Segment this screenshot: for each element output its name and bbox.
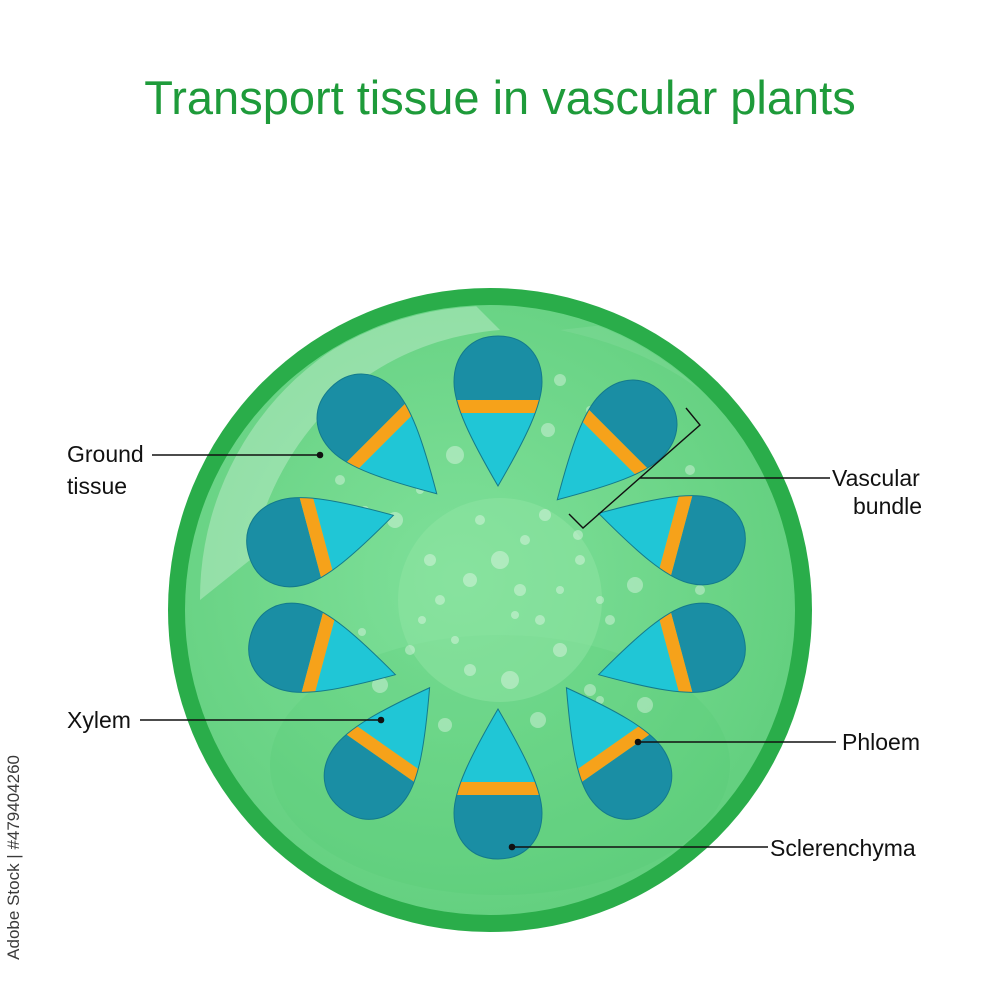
sclerenchyma-label: Sclerenchyma [770,835,916,861]
phloem-band [559,713,665,793]
xylem-label: Xylem [67,707,131,733]
cell-dot [514,584,526,596]
cell-dot [446,446,464,464]
cell-dot [627,577,643,593]
cell-dot [596,596,604,604]
cell-dot [451,636,459,644]
cell-dot [685,465,695,475]
phloem-band [294,476,339,596]
page-title: Transport tissue in vascular plants [144,71,856,124]
pith [398,498,602,702]
cell-dot [463,573,477,587]
vascular-bundle-bracket [568,407,701,529]
cell-dot [511,611,519,619]
cell-dot [541,423,555,437]
phloem-band [566,396,661,491]
phloem-band [454,400,542,413]
cell-dot [358,628,366,636]
leader-dots [316,451,642,851]
phloem-band [653,474,698,594]
phloem-label: Phloem [842,729,920,755]
cell-dot [335,475,345,485]
ground-tissue-label-line1: Ground [67,441,144,467]
vascular-bundle-label-line1: Vascular [832,465,920,491]
cell-dot [418,616,426,624]
cell-dot [556,586,564,594]
ground-tissue-label-line2: tissue [67,473,127,499]
phloem-band [653,594,698,714]
cell-dot [596,696,604,704]
cell-dot [605,615,615,625]
cell-dot [501,671,519,689]
cell-dot [554,374,566,386]
vascular-bundle-label-line2: bundle [853,493,922,519]
phloem-band [331,713,437,793]
cell-dot [424,554,436,566]
cell-dot [530,712,546,728]
cell-dot [539,509,551,521]
leader-lines [140,407,836,848]
cell-dot [372,677,388,693]
cell-dot [405,645,415,655]
cell-dot [491,551,509,569]
cell-dot [475,515,485,525]
phloem-band [296,594,341,714]
cell-dot [438,718,452,732]
cell-dot [520,535,530,545]
phloem-band [333,390,428,485]
cell-dot [535,615,545,625]
phloem-band [454,782,542,795]
cell-dot [637,697,653,713]
cell-dot [584,684,596,696]
cell-dot [573,530,583,540]
cell-dot [464,664,476,676]
cell-dot [435,595,445,605]
cell-dot [575,555,585,565]
cell-dot [695,585,705,595]
cell-dot [553,643,567,657]
